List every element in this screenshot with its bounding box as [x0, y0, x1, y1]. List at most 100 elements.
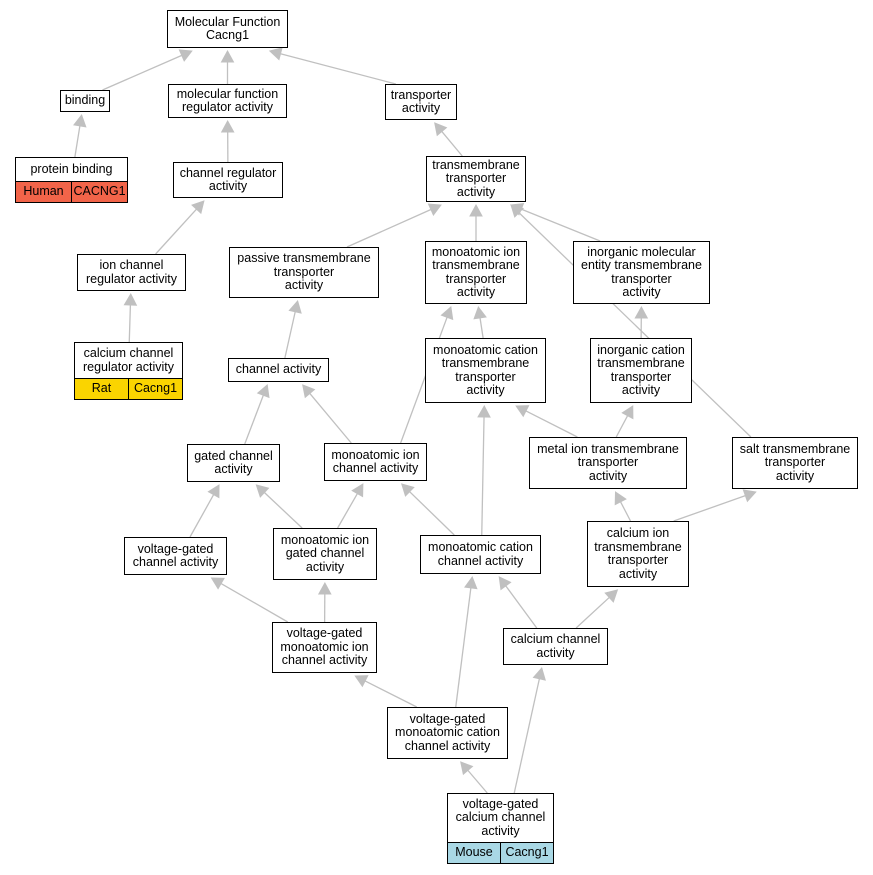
node-label-line: activity [481, 823, 520, 838]
node-label-line: transmembrane [594, 539, 682, 554]
node-label-line: regulator activity [181, 100, 273, 114]
node-label-line: transporter [607, 553, 669, 567]
edge-vg-mono-cation-to-mono-cation-channel [455, 587, 472, 708]
arrowhead [255, 484, 270, 498]
node-label-line: transporter [445, 271, 507, 286]
arrowhead [614, 491, 627, 506]
edge-binding-to-root [102, 54, 183, 91]
node-label-line: transporter [455, 369, 516, 384]
arrowhead [73, 113, 87, 128]
edge-channel-activity-to-passive-tm [284, 311, 296, 359]
node-label-line: inorganic cation [597, 342, 685, 357]
node-label-line: transmembrane [432, 157, 520, 172]
node-label-line: transmembrane [441, 356, 530, 370]
node-label-line: transporter [611, 271, 672, 286]
node-label-line: activity [466, 383, 505, 397]
node-label-line: metal ion transmembrane [537, 441, 679, 456]
node-label-line: transmembrane [597, 356, 685, 370]
node-label-line: activity [588, 468, 628, 483]
node-label-line: monoatomic cation [428, 540, 533, 554]
edge-tm-transporter-to-transporter [441, 131, 463, 157]
edge-vg-calcium-to-calcium-channel [513, 678, 541, 794]
species-tag: Human [16, 182, 71, 202]
node-label-line: channel activity [332, 461, 419, 475]
node-channel-activity[interactable]: channel activity [228, 358, 329, 382]
node-label-line: Cacng1 [205, 28, 250, 42]
node-label-line: voltage-gated [137, 541, 214, 556]
arrowhead [351, 483, 364, 498]
edge-mono-ion-channel-to-channel-activity [309, 393, 352, 444]
node-label-line: gated channel [194, 448, 273, 463]
node-label-line: monoatomic cation [395, 725, 500, 740]
node-label-line: monoatomic ion [331, 447, 420, 462]
node-binding[interactable]: binding [60, 90, 110, 112]
node-label-line: transmembrane [432, 258, 520, 272]
gene-tag: Cacng1 [500, 843, 553, 863]
edge-calcium-channel-reg-to-ion-channel-reg [128, 304, 132, 343]
arrowhead [469, 203, 483, 217]
arrowhead [220, 119, 235, 133]
arrowhead [434, 122, 448, 137]
edge-ion-channel-reg-to-channel-regulator [155, 208, 197, 255]
edge-mono-cation-channel-to-mono-cation-tm [481, 416, 485, 536]
node-label-line: channel activity [132, 555, 219, 569]
edge-gated-channel-to-channel-activity [244, 395, 264, 445]
node-label-line: calcium channel [83, 346, 174, 360]
node-label-line: inorganic molecular [587, 244, 696, 259]
node-label-line: monoatomic cation [433, 342, 538, 357]
node-label: binding [61, 91, 109, 111]
arrowhead [515, 405, 530, 418]
arrowhead [473, 305, 487, 320]
node-label-line: binding [64, 93, 106, 108]
edge-calcium-ion-tm-to-metal-ion-tm [619, 501, 632, 522]
node-label-line: activity [621, 383, 661, 397]
arrowhead [742, 489, 757, 503]
arrowhead [288, 299, 302, 314]
node-label-line: salt transmembrane [739, 441, 851, 456]
arrowhead [178, 49, 193, 62]
node-label-line: activity [622, 285, 661, 299]
edge-mono-cation-channel-to-mono-ion-channel [409, 491, 455, 536]
gene-tag: CACNG1 [71, 182, 127, 202]
node-label-line: activity [456, 285, 496, 299]
arrowhead [460, 761, 474, 776]
